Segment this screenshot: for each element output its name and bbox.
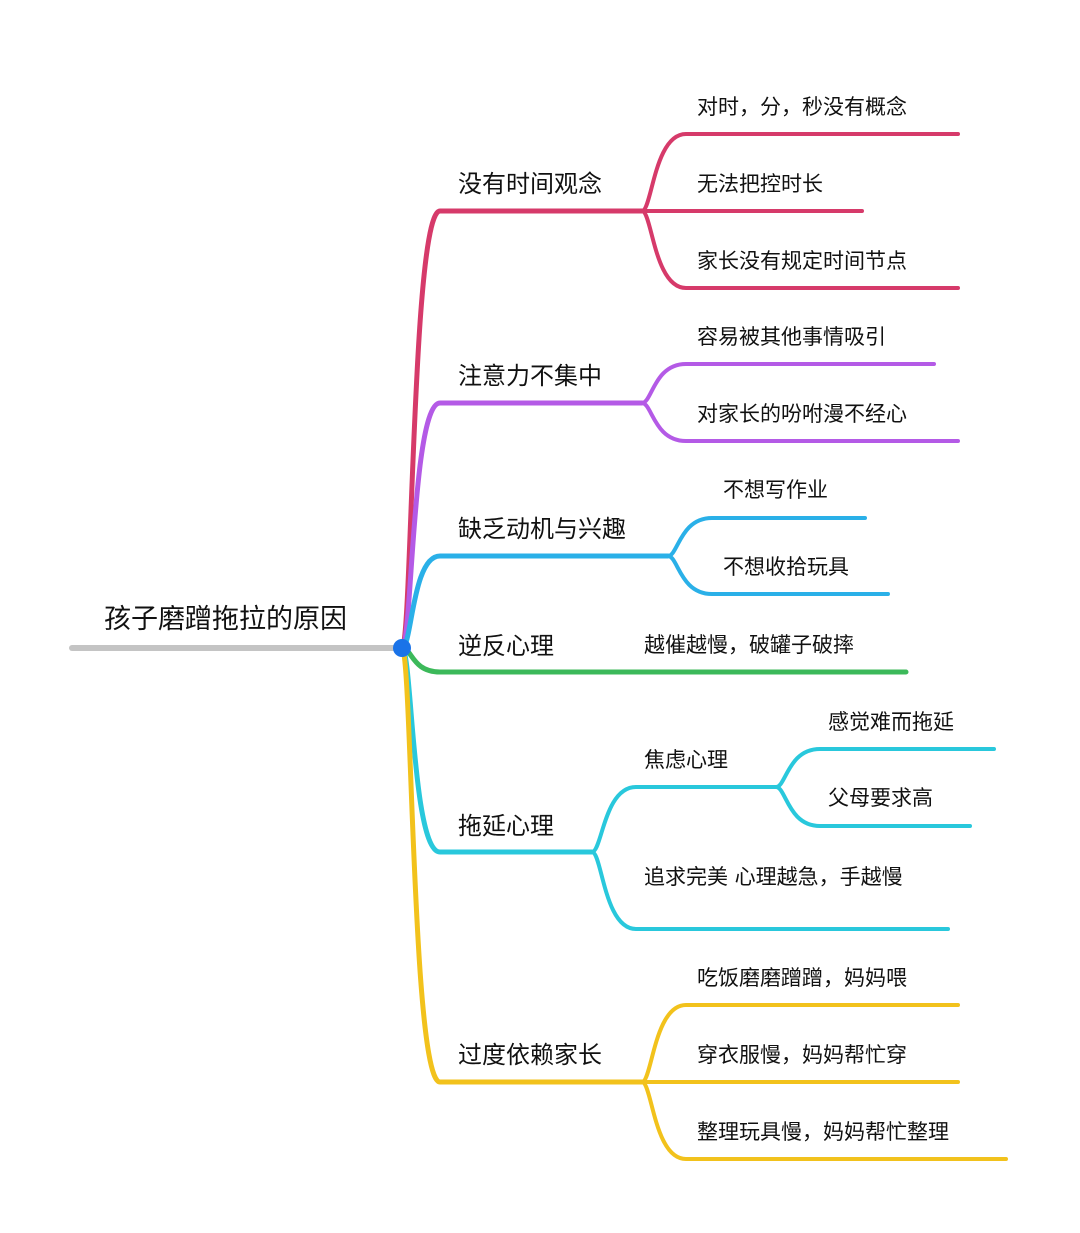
leaf-motivation-homework-line — [666, 516, 867, 558]
root-label: 孩子磨蹭拖拉的原因 — [104, 604, 347, 635]
leaf-attention-distract: 容易被其他事情吸引 — [697, 325, 886, 349]
leaf-dependence-tidy: 整理玩具慢，妈妈帮忙整理 — [697, 1120, 949, 1144]
leaf-anxiety-hard: 感觉难而拖延 — [828, 710, 954, 734]
branch-rebellion-label: 逆反心理 — [458, 632, 554, 660]
branch-procrastination-label: 拖延心理 — [458, 812, 554, 840]
leaf-time-nodes-line — [640, 209, 960, 290]
branch-dependence-label: 过度依赖家长 — [458, 1041, 602, 1069]
sub-anxiety-line — [590, 785, 778, 854]
leaf-dependence-eat-line — [640, 1003, 960, 1084]
branch-motivation-label: 缺乏动机与兴趣 — [458, 515, 626, 543]
leaf-anxiety-parents: 父母要求高 — [828, 786, 933, 810]
branch-time-label: 没有时间观念 — [458, 170, 602, 198]
branch-dependence-line — [399, 645, 645, 1085]
leaf-time-concept: 对时，分，秒没有概念 — [697, 95, 907, 119]
leaf-attention-distract-line — [640, 362, 936, 405]
leaf-rebellion-slower: 越催越慢，破罐子破摔 — [644, 633, 854, 657]
leaf-perfectionism: 追求完美 心理越急，手越慢 — [644, 865, 903, 889]
leaf-motivation-toys: 不想收拾玩具 — [723, 555, 849, 579]
leaf-anxiety-parents-line — [774, 785, 972, 828]
leaf-anxiety-hard-line — [774, 747, 996, 789]
sub-anxiety-label: 焦虑心理 — [644, 748, 728, 772]
leaf-attention-ignore-line — [640, 401, 960, 443]
leaf-dependence-eat: 吃饭磨磨蹭蹭，妈妈喂 — [697, 966, 907, 990]
leaf-time-control: 无法把控时长 — [697, 172, 823, 196]
center-node-dot — [393, 639, 411, 657]
leaf-time-concept-line — [640, 132, 960, 213]
leaf-time-nodes: 家长没有规定时间节点 — [697, 249, 907, 273]
leaf-attention-ignore: 对家长的吩咐漫不经心 — [697, 402, 907, 426]
leaf-dependence-dress: 穿衣服慢，妈妈帮忙穿 — [697, 1043, 907, 1067]
branch-attention-label: 注意力不集中 — [458, 362, 602, 390]
leaf-perfectionism-line — [590, 850, 950, 931]
leaf-motivation-homework: 不想写作业 — [723, 478, 828, 502]
leaf-dependence-tidy-line — [640, 1080, 1008, 1161]
leaf-motivation-toys-line — [666, 554, 890, 596]
branch-time-line — [399, 208, 645, 651]
